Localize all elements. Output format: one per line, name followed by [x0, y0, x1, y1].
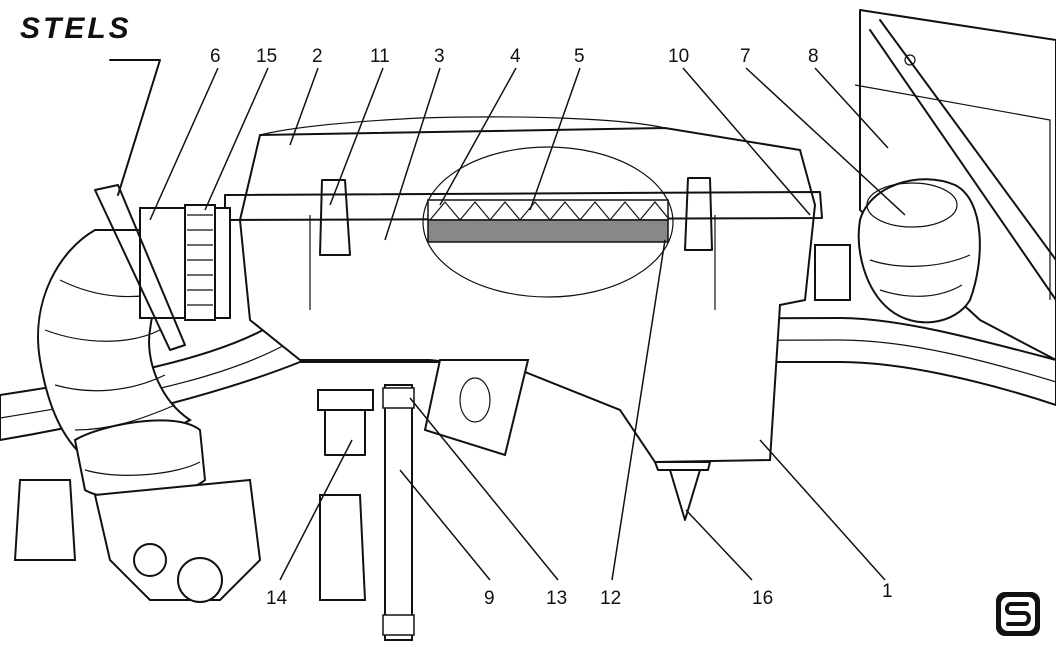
- leader-10: [682, 67, 811, 216]
- leader-lines: [149, 67, 906, 581]
- leader-11: [329, 67, 384, 206]
- filter-element: [422, 146, 674, 298]
- leader-8: [814, 67, 889, 149]
- callout-4: 4: [510, 46, 521, 67]
- stels-logo: STELS: [20, 12, 132, 45]
- callout-1: 1: [882, 581, 893, 602]
- callout-6: 6: [210, 46, 221, 67]
- callout-14: 14: [266, 588, 288, 609]
- leader-1: [759, 439, 886, 581]
- callout-8: 8: [808, 46, 819, 67]
- callout-3: 3: [434, 46, 445, 67]
- leader-7: [745, 67, 906, 216]
- clip-right: [684, 177, 713, 251]
- callout-2: 2: [312, 46, 323, 67]
- callout-12: 12: [600, 588, 621, 609]
- bolt: [317, 389, 374, 456]
- right-intake-hose: [814, 178, 981, 324]
- right-panel: [854, 9, 1056, 361]
- leader-14: [279, 439, 353, 581]
- clip-left: [319, 179, 351, 256]
- leader-2: [289, 67, 319, 146]
- callout-11: 11: [370, 46, 390, 67]
- drain-tube: [382, 384, 415, 641]
- leader-13: [409, 397, 559, 581]
- leader-15: [204, 67, 269, 211]
- leader-3: [384, 67, 441, 241]
- leader-5: [529, 67, 581, 211]
- bracket-plate: [423, 359, 530, 457]
- stels-s-logo-icon: [996, 592, 1040, 636]
- support-rod: [94, 59, 186, 351]
- callout-9: 9: [484, 588, 495, 609]
- callout-15: 15: [256, 46, 277, 67]
- left-intake-hose: [37, 204, 231, 472]
- leader-4: [439, 67, 517, 206]
- callout-5: 5: [574, 46, 585, 67]
- leader-16: [685, 509, 753, 581]
- callout-10: 10: [668, 46, 689, 67]
- callout-16: 16: [752, 588, 773, 609]
- carburetor: [13, 419, 367, 603]
- stels-logo-text: STELS: [20, 12, 132, 45]
- leader-12: [611, 239, 666, 581]
- airbox-housing: [224, 116, 823, 521]
- callout-13: 13: [546, 588, 567, 609]
- callout-7: 7: [740, 46, 751, 67]
- leader-6: [149, 67, 219, 221]
- callouts: 6 15 2 11 3 4 5 10 7 8 14 9 13 12 16 1: [210, 46, 893, 609]
- leader-9: [399, 469, 491, 581]
